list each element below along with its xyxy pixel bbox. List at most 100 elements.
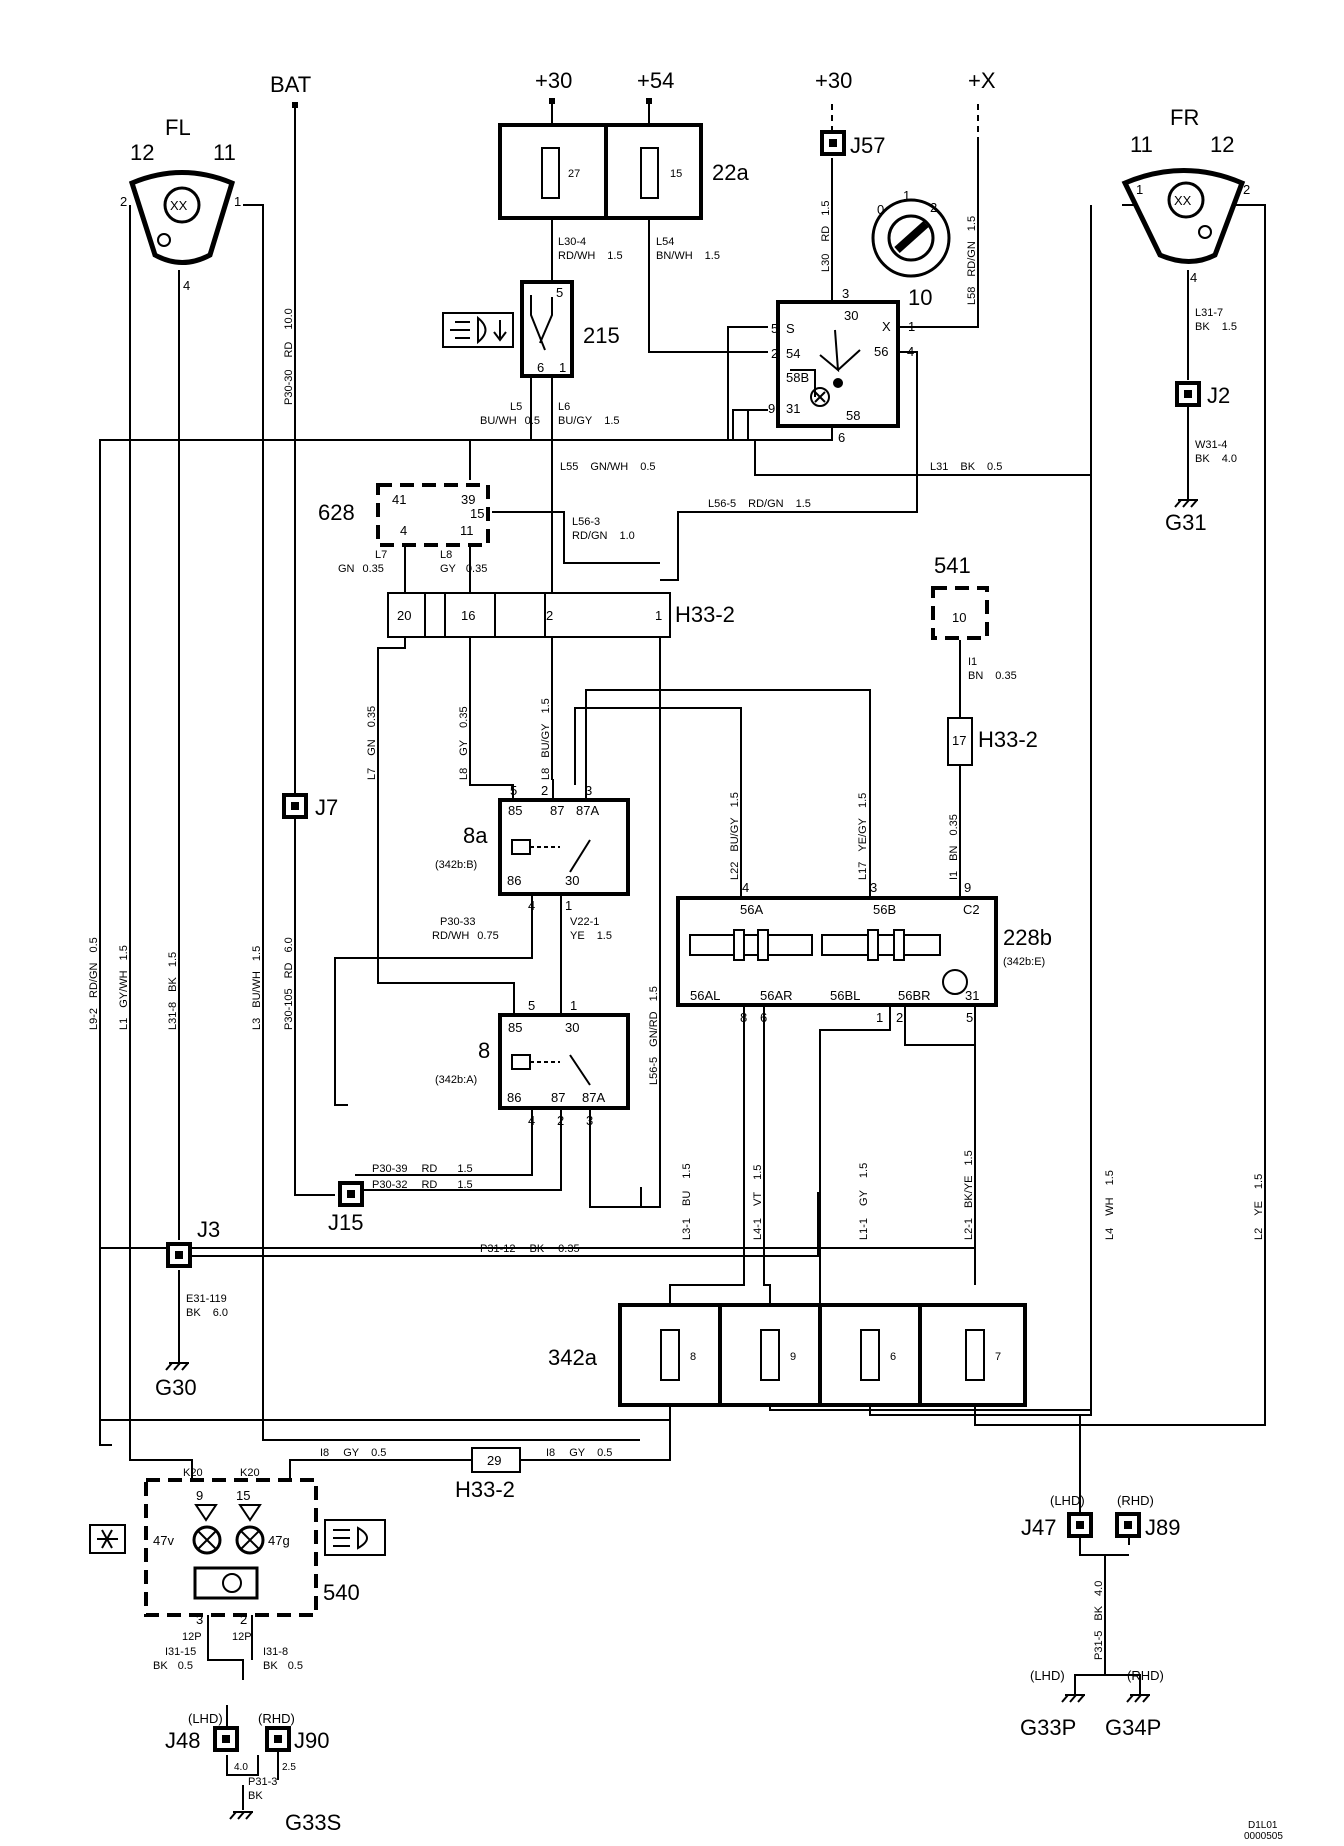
svg-text:L2-1BK/YE1.5: L2-1BK/YE1.5 (963, 1150, 975, 1240)
svg-text:L8GY0.35: L8GY0.35 (458, 706, 470, 780)
splice-j48-j90: (LHD) (RHD) J48 J90 4.0 2.5 (165, 1711, 329, 1773)
svg-text:L56-5GN/RD1.5: L56-5GN/RD1.5 (648, 986, 660, 1085)
fr-pin11: 11 (1130, 132, 1153, 157)
m541-pin10: 10 (952, 610, 966, 625)
m228-pin6: 6 (760, 1010, 767, 1025)
j89-label: J89 (1145, 1515, 1180, 1540)
svg-text:L30-4: L30-4 (558, 236, 586, 248)
fr-pin1-label: 1 (1136, 182, 1143, 197)
rhd-label-c: (RHD) (1127, 1668, 1164, 1683)
connector-h33-2-bottom: 29 H33-2 (455, 1447, 521, 1502)
fuse-8-label: 8 (690, 1351, 696, 1363)
ground-g33p-g34p: (LHD) (RHD) G33P G34P (1020, 1668, 1164, 1740)
j3-label: J3 (197, 1217, 220, 1242)
ground-g31: G31 (1165, 499, 1207, 535)
svg-text:I1: I1 (968, 656, 977, 668)
r8a-pin85: 85 (508, 803, 522, 818)
m228-transistor-icon (942, 969, 968, 995)
svg-text:L1GY/WH1.5: L1GY/WH1.5 (118, 945, 130, 1030)
m540-47g: 47g (268, 1533, 290, 1548)
m628-pin41: 41 (392, 492, 406, 507)
m228-pin31: 31 (965, 988, 979, 1003)
r8a-coil-icon (511, 839, 531, 855)
svg-text:P30-105RD6.0: P30-105RD6.0 (283, 937, 295, 1030)
fr-pin12: 12 (1210, 132, 1234, 157)
m540-label: 540 (323, 1580, 360, 1605)
m628-pin4: 4 (400, 523, 407, 538)
splice-j15: J15 (328, 1181, 364, 1235)
m540-k20b: K20 (240, 1467, 260, 1479)
r8-pin87a: 87A (582, 1090, 605, 1105)
fuse-27-icon (541, 147, 560, 199)
sw10-pin3: 3 (842, 286, 849, 301)
m541-label: 541 (934, 553, 971, 578)
r8-label: 8 (478, 1038, 490, 1063)
m228-pin8: 8 (740, 1010, 747, 1025)
svg-text:BK4.0: BK4.0 (1195, 453, 1237, 465)
lamp-module-540: K20 K20 9 15 47v 47g 3 2 540 12P 12P (89, 1467, 386, 1643)
m228-sub: (342b:E) (1003, 956, 1045, 968)
j15-label: J15 (328, 1210, 363, 1235)
fusebox-22a-label: 22a (712, 160, 749, 185)
svg-text:L1-1GY1.5: L1-1GY1.5 (858, 1163, 870, 1240)
ground-g30: G30 (155, 1362, 197, 1400)
h33-pin20: 20 (397, 608, 411, 623)
svg-text:E31-119: E31-119 (186, 1293, 227, 1305)
wire-labels-vertical: P30-30RD10.0 L30RD1.5 L58RD/GN1.5 L7GN0.… (88, 200, 1265, 1660)
switch-215: 5 6 1 215 (442, 280, 620, 378)
svg-text:L6: L6 (558, 401, 570, 413)
svg-text:V22-1: V22-1 (570, 916, 599, 928)
sw10-pin5: 5 (771, 321, 778, 336)
r8a-pin5: 5 (510, 783, 517, 798)
module-228b: 4 3 9 56A 56B C2 56AL 56AR 56BL 56BR 31 … (676, 880, 1052, 1025)
supply-bat: BAT (270, 72, 311, 97)
sw10-pin6: 6 (838, 430, 845, 445)
svg-text:L3-1BU1.5: L3-1BU1.5 (681, 1163, 693, 1240)
m228-56b: 56B (873, 902, 896, 917)
switch215-pin6: 6 (537, 360, 544, 375)
fr-bulb-icon (1167, 181, 1205, 219)
splice-j2: J2 (1175, 381, 1230, 408)
relay-8: 5 1 85 30 86 87 87A 4 2 3 8 (342b:A) (435, 998, 630, 1128)
r8a-sub: (342b:B) (435, 859, 477, 871)
h33b-pin17: 17 (952, 733, 966, 748)
h33-top-label: H33-2 (675, 602, 735, 627)
lhd-label-b: (LHD) (188, 1711, 223, 1726)
fuse-9-icon (760, 1329, 780, 1381)
fuse-6-label: 6 (890, 1351, 896, 1363)
h33b-label: H33-2 (978, 727, 1038, 752)
m628-pin15: 15 (470, 506, 484, 521)
sw10-pin9: 9 (768, 401, 775, 416)
svg-text:BK6.0: BK6.0 (186, 1307, 228, 1319)
svg-text:L5: L5 (510, 401, 522, 413)
svg-text:I1BN0.35: I1BN0.35 (948, 814, 960, 880)
g33s-label: G33S (285, 1810, 341, 1835)
p30-terminal (549, 98, 555, 104)
svg-text:L30RD1.5: L30RD1.5 (820, 200, 832, 272)
svg-text:P30-30RD10.0: P30-30RD10.0 (283, 308, 295, 405)
sw10-pin58: 58 (846, 408, 860, 423)
m228-56al: 56AL (690, 988, 720, 1003)
svg-text:RD/WH0.75: RD/WH0.75 (432, 930, 499, 942)
j2-label: J2 (1207, 383, 1230, 408)
svg-text:L31-8BK1.5: L31-8BK1.5 (167, 952, 179, 1030)
fuse-15-label: 15 (670, 168, 682, 180)
splice-j57: J57 (820, 130, 885, 158)
r8a-pin30: 30 (565, 873, 579, 888)
svg-text:L8: L8 (440, 549, 452, 561)
h33-pin1: 1 (655, 608, 662, 623)
connector-h33-2-top: 20 16 2 1 H33-2 (387, 592, 735, 638)
rear-fog-icon (89, 1524, 126, 1554)
h33-pin16: 16 (461, 608, 475, 623)
svg-text:I31-8: I31-8 (263, 1646, 288, 1658)
m228-56ar: 56AR (760, 988, 793, 1003)
m228-pin9: 9 (964, 880, 971, 895)
r8-pin3: 3 (586, 1113, 593, 1128)
r8-pin86: 86 (507, 1090, 521, 1105)
splice-j7: J7 (282, 793, 338, 820)
m228-56br: 56BR (898, 988, 931, 1003)
